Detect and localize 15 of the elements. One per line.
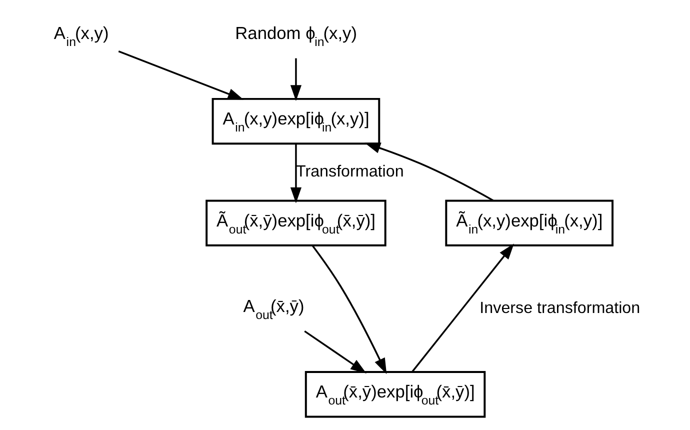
node-text: Random ϕ$_{in}$(x,y) <box>235 22 358 49</box>
node-box: Ã$_{in}$(x,y)exp[iϕ$_{in}$(x,y)] <box>445 200 614 246</box>
arrow <box>290 58 302 102</box>
arrow <box>364 142 494 202</box>
arrow <box>118 50 244 100</box>
node-text: A$_{in}$(x,y) <box>54 22 109 49</box>
node-box: A$_{in}$(x,y)exp[iϕ$_{in}$(x,y)] <box>212 98 380 145</box>
edge-label: Inverse transformation <box>480 298 640 317</box>
node-box: A$_{out}$(x̄,ȳ)exp[iϕ$_{out}$(x̄,ȳ)] <box>304 371 486 418</box>
arrow <box>290 144 302 204</box>
node-box: Ã$_{out}$(x̄,ȳ)exp[iϕ$_{out}$(x̄,ȳ)] <box>206 200 386 246</box>
arrow <box>304 330 366 374</box>
arrow <box>312 245 387 374</box>
arrow <box>411 244 514 372</box>
node-text: A$_{out}$(x̄,ȳ) <box>243 296 304 322</box>
